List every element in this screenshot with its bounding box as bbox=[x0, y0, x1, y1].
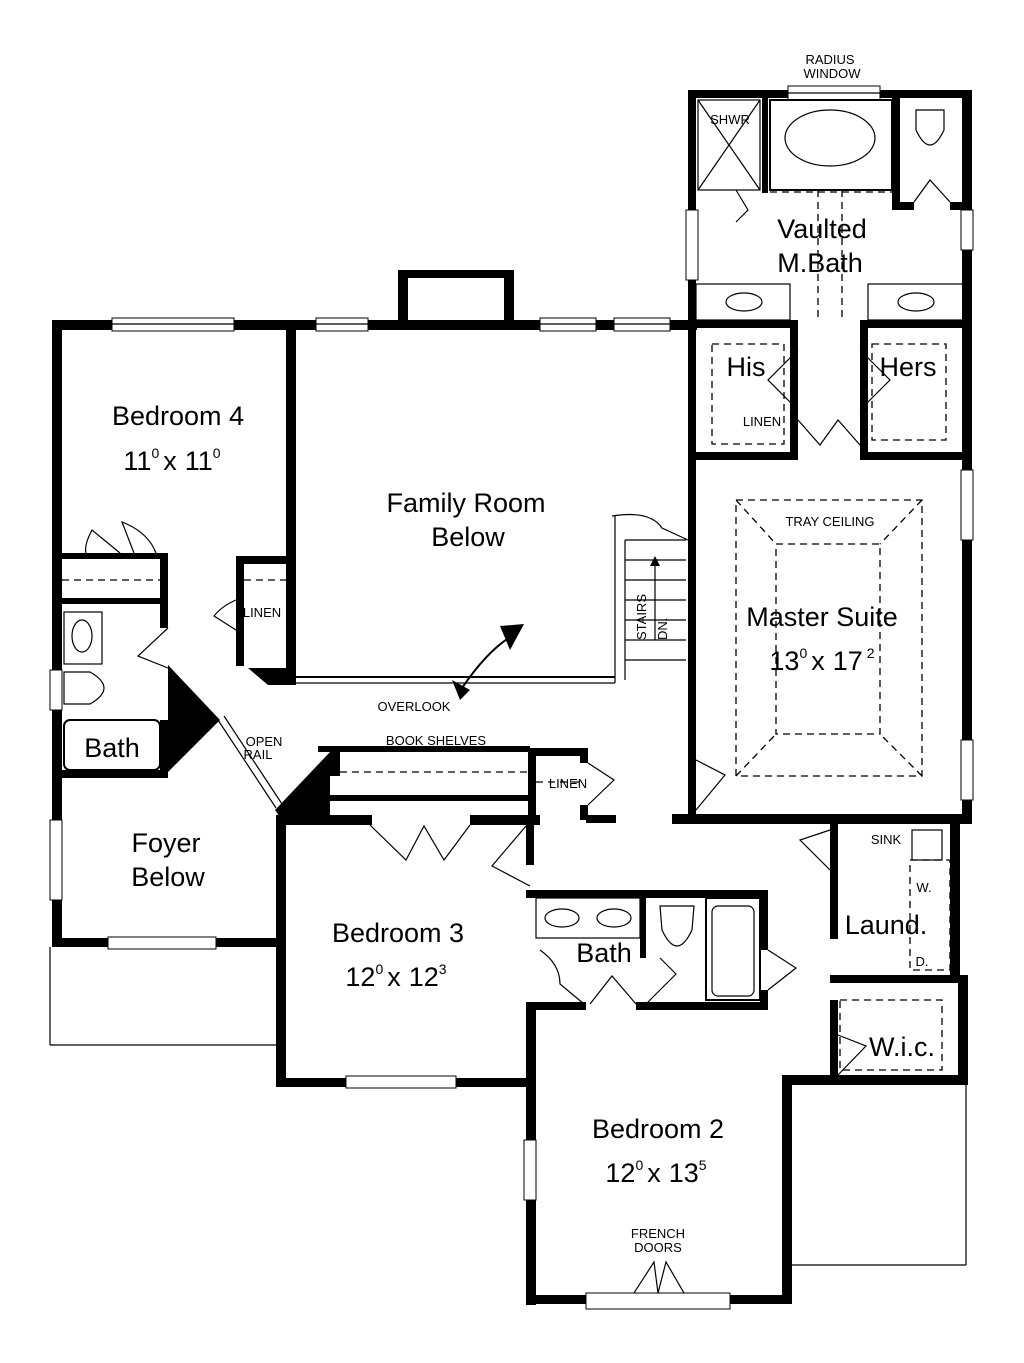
solid-corners bbox=[168, 665, 330, 825]
french-doors-line2: DOORS bbox=[634, 1240, 682, 1255]
exterior-outlines bbox=[49, 947, 967, 1266]
tray-ceiling bbox=[735, 190, 923, 777]
hers-closet-label: Hers bbox=[879, 352, 936, 382]
bedroom4-name: Bedroom 4 bbox=[112, 401, 244, 431]
tray-ceiling-label: TRAY CEILING bbox=[785, 514, 874, 529]
doors bbox=[85, 179, 951, 1294]
family-room-label: Family Room bbox=[386, 488, 545, 518]
windows bbox=[49, 85, 974, 1310]
stairs-down-label: DN. bbox=[655, 618, 670, 640]
stairs-label: STAIRS bbox=[634, 594, 649, 640]
stairs bbox=[217, 513, 689, 809]
french-doors-line1: FRENCH bbox=[631, 1226, 685, 1241]
bedroom3-name: Bedroom 3 bbox=[332, 918, 464, 948]
center-bath-label: Bath bbox=[576, 938, 632, 968]
radius-window-line1: RADIUS bbox=[805, 52, 854, 67]
shower-label: SHWR bbox=[710, 112, 750, 127]
left-linen-label: LINEN bbox=[243, 605, 281, 620]
left-bath-label: Bath bbox=[84, 733, 140, 763]
overlook-label: OVERLOOK bbox=[378, 699, 451, 714]
master-linen-label: LINEN bbox=[743, 414, 781, 429]
sink-label: SINK bbox=[871, 832, 902, 847]
laundry-label: Laund. bbox=[845, 910, 928, 940]
vaulted-bath-label: Vaulted bbox=[777, 214, 867, 244]
walk-in-closet-label: W.i.c. bbox=[869, 1032, 935, 1062]
open-rail-line1: OPEN bbox=[246, 734, 283, 749]
washer-label: W. bbox=[916, 880, 931, 895]
fixtures bbox=[62, 99, 965, 1071]
family-room-below-label: Below bbox=[431, 522, 505, 552]
radius-window-line2: WINDOW bbox=[803, 66, 861, 81]
foyer-below-label: Below bbox=[131, 862, 205, 892]
open-rail-line2: RAIL bbox=[244, 747, 273, 762]
hall-linen-label: LINEN bbox=[549, 776, 587, 791]
his-closet-label: His bbox=[727, 352, 766, 382]
dryer-label: D. bbox=[916, 954, 929, 969]
bedroom2-name: Bedroom 2 bbox=[592, 1114, 724, 1144]
annotations: RADIUS WINDOW SHWR LINEN TRAY CEILING LI… bbox=[243, 52, 932, 1255]
master-suite-name: Master Suite bbox=[746, 602, 898, 632]
master-bath-label: M.Bath bbox=[777, 248, 863, 278]
foyer-label: Foyer bbox=[131, 828, 200, 858]
book-shelves-label: BOOK SHELVES bbox=[386, 733, 487, 748]
